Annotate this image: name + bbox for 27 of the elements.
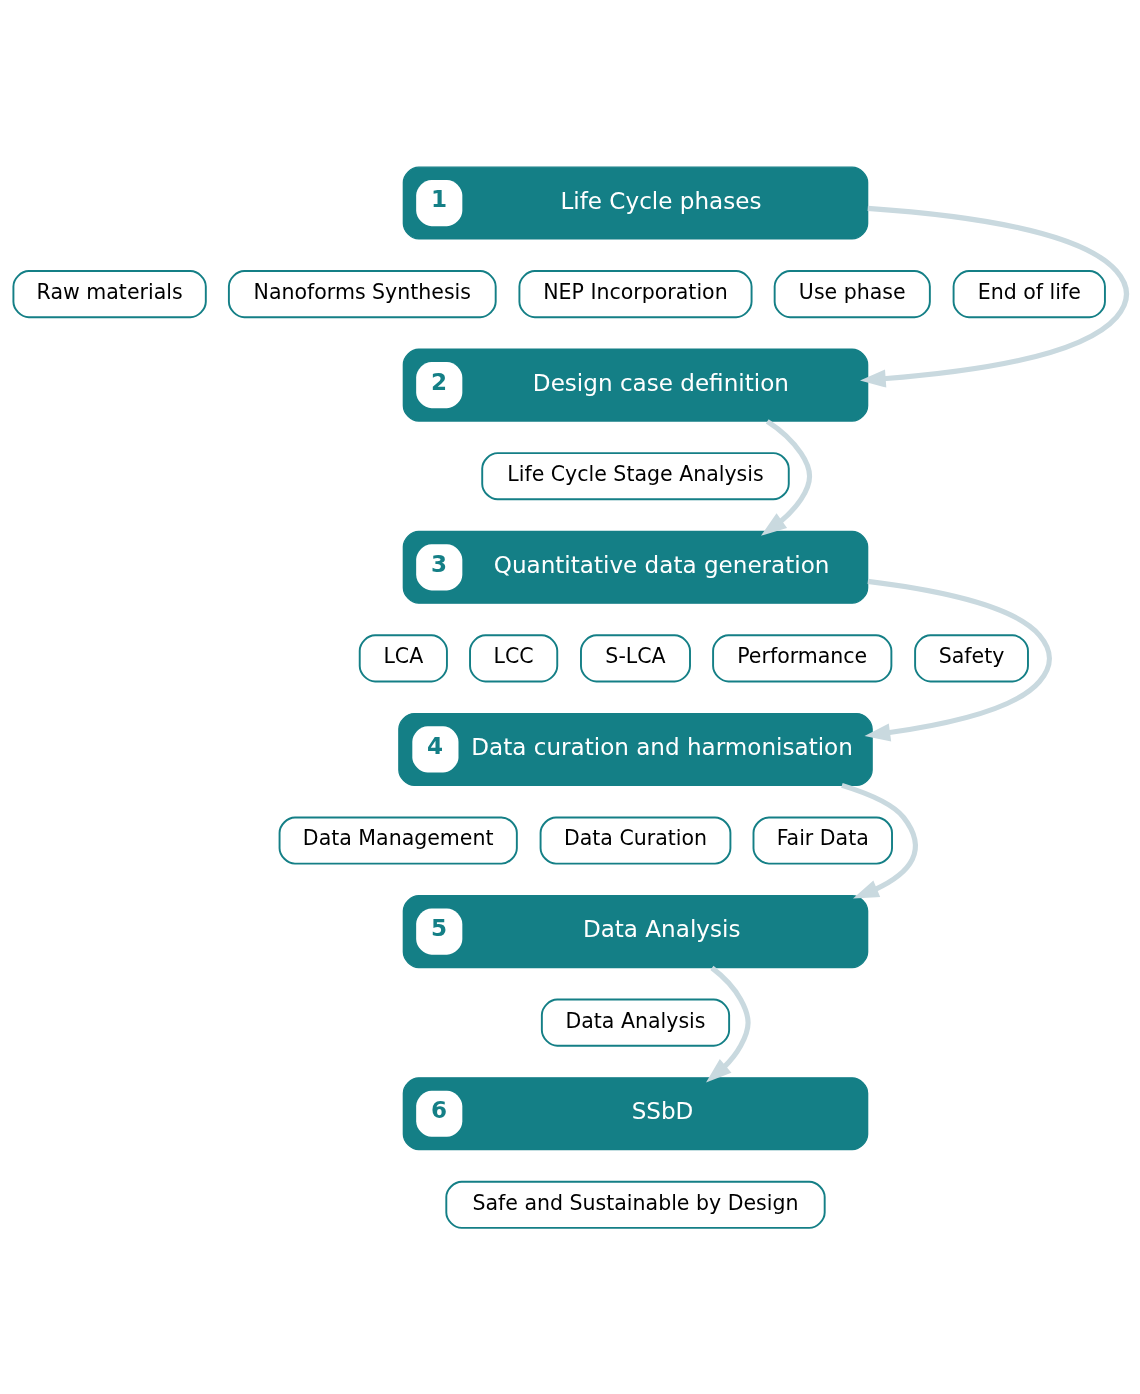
node-box: Nanoforms Synthesis [227, 269, 497, 318]
node-box: Data Curation [539, 815, 732, 865]
node-box: Data Analysis [540, 998, 731, 1047]
node-box: NEP Incorporation [518, 269, 753, 318]
node-box: 4 Data curation and harmonisation [398, 712, 873, 786]
node-box: Fair Data [752, 815, 893, 865]
node-box: 6 SSbD [402, 1076, 869, 1150]
node-box: Use phase [773, 269, 931, 318]
node-box: Data Management [278, 815, 518, 865]
node-box: LCC [469, 633, 559, 682]
node-box: End of life [952, 269, 1106, 318]
arrow [860, 205, 1130, 388]
node-box: Safe and Sustainable by Design [445, 1180, 826, 1229]
arrow [760, 418, 813, 536]
node-box: 5 Data Analysis [402, 894, 869, 968]
node-box: Life Cycle Stage Analysis [481, 451, 790, 500]
arrow [864, 578, 1052, 741]
node-box: 2 Design case definition [402, 348, 869, 422]
node-box: Safety [914, 633, 1029, 682]
node-box: 1 Life Cycle phases [402, 166, 869, 240]
node-box: 3 Quantitative data generation [402, 530, 869, 604]
node-box: Raw materials [12, 269, 207, 318]
node-box: LCA [358, 633, 448, 682]
node-box: S-LCA [580, 633, 691, 682]
arrow [841, 782, 918, 899]
node-box: Performance [712, 633, 893, 682]
arrow [706, 965, 751, 1082]
